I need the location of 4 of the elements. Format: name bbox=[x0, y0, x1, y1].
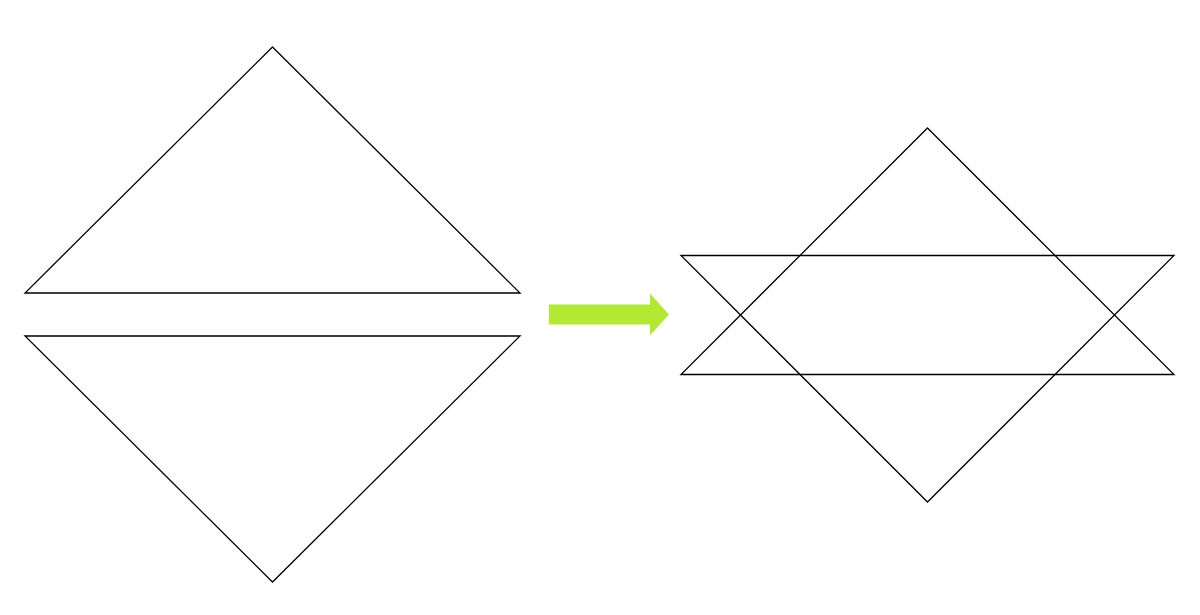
block-arrow bbox=[549, 293, 669, 336]
six-pointed-star-outline bbox=[681, 128, 1174, 502]
triangle-outline bbox=[25, 336, 520, 582]
triangle-outline bbox=[25, 47, 520, 293]
